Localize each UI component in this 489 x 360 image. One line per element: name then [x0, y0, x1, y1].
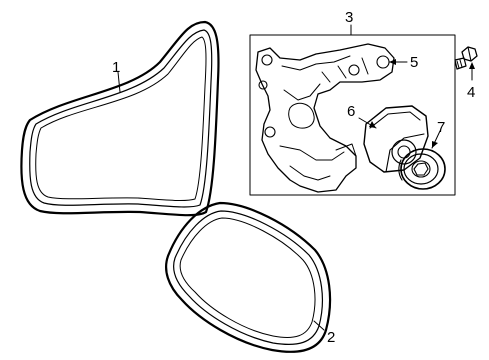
callout-6: 6 — [347, 103, 355, 120]
bolt — [454, 46, 478, 70]
assembly-box — [249, 34, 456, 196]
arrow-tensioner — [369, 121, 376, 128]
arrow-pulley — [432, 141, 438, 148]
leader-belt-small — [313, 320, 325, 331]
bracket — [255, 43, 395, 193]
arrow-bolt — [469, 62, 475, 69]
arrow-bracket — [389, 59, 396, 65]
tensioner-body — [363, 105, 429, 173]
callout-1: 1 — [112, 59, 120, 76]
belt-large — [20, 20, 220, 217]
callout-4: 4 — [467, 84, 475, 101]
leader-belt-large — [117, 71, 121, 93]
callout-5: 5 — [410, 54, 418, 71]
callout-7: 7 — [437, 119, 445, 136]
pulley — [398, 148, 446, 190]
callout-2: 2 — [327, 329, 335, 346]
belt-small — [165, 201, 332, 353]
callout-3: 3 — [345, 9, 353, 26]
